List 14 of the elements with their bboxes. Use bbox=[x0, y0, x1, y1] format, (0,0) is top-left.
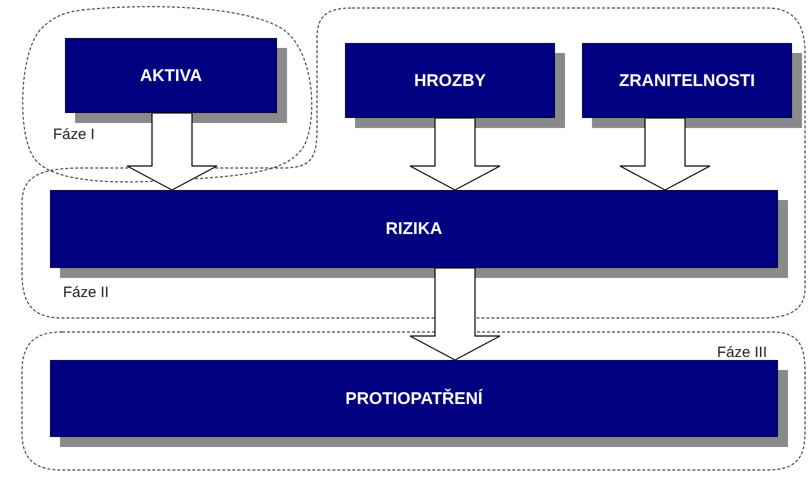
block-arrow bbox=[126, 112, 218, 191]
process-box bbox=[50, 190, 778, 268]
box-label: RIZIKA bbox=[386, 219, 442, 239]
box-label: PROTIOPATŘENÍ bbox=[345, 388, 483, 408]
block-arrow bbox=[619, 117, 711, 191]
block-arrow bbox=[409, 267, 501, 361]
process-box bbox=[50, 360, 778, 437]
box-label: ZRANITELNOSTI bbox=[619, 70, 755, 90]
process-box bbox=[582, 43, 792, 118]
box-label: AKTIVA bbox=[140, 66, 202, 86]
process-box bbox=[65, 38, 277, 113]
process-box bbox=[345, 43, 555, 118]
block-arrow bbox=[409, 117, 501, 191]
box-label: HROZBY bbox=[414, 70, 486, 90]
